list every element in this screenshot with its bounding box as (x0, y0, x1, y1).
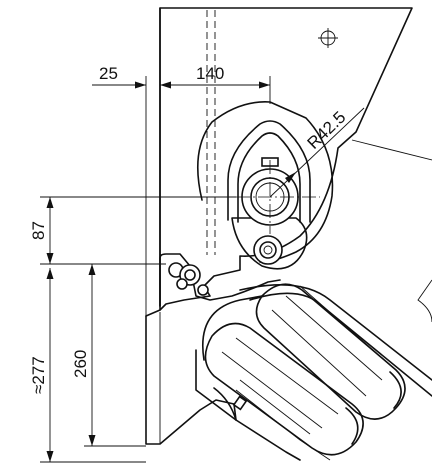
datum-crosshair-icon (318, 28, 338, 48)
lower-pin (253, 235, 283, 265)
main-pivot (236, 160, 320, 234)
dim-label-140: 140 (196, 64, 224, 83)
roller-upper (255, 283, 406, 420)
dim-label-radius: R42.5 (304, 108, 350, 153)
hidden-lines (206, 10, 216, 255)
fastener-cluster (168, 262, 209, 296)
dim-label-277: ≈277 (29, 356, 48, 394)
side-plate (159, 7, 432, 311)
dim-label-87: 87 (29, 221, 48, 240)
dim-label-25: 25 (99, 64, 118, 83)
lever-arm (197, 101, 334, 270)
dim-vertical-277-260 (40, 264, 146, 463)
dim-vertical-87 (40, 196, 236, 265)
roller-housing (195, 295, 331, 461)
dim-horizontal (92, 76, 271, 316)
radius-leader (269, 107, 365, 198)
roller-lower (204, 322, 364, 456)
dim-label-260: 260 (71, 350, 90, 378)
